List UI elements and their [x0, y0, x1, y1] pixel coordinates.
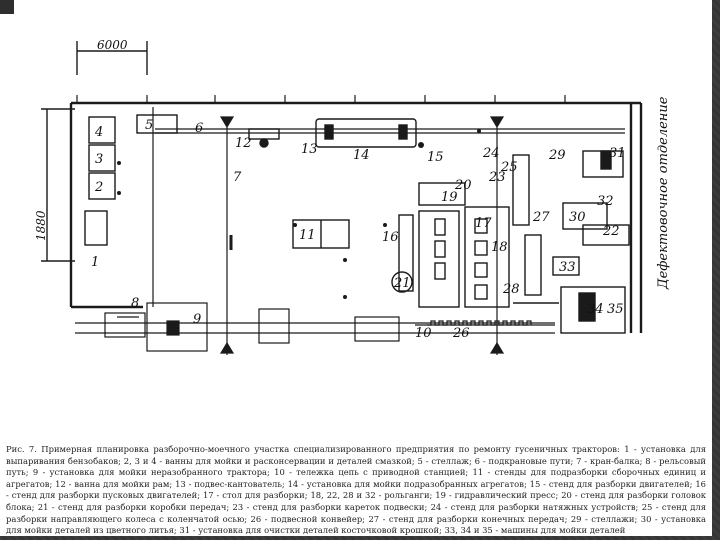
label-3: 3 — [95, 152, 103, 167]
label-6: 6 — [195, 121, 203, 136]
dimension-height-label: 1880 — [35, 210, 48, 241]
figure-caption: Рис. 7. Примерная планировка разборочно-… — [6, 444, 706, 537]
label-18: 18 — [491, 240, 508, 255]
label-13: 13 — [301, 142, 318, 157]
slide-corner-mark — [0, 0, 14, 14]
label-30: 30 — [569, 210, 586, 225]
side-label: Дефектовочное отделение — [656, 96, 671, 290]
label-21: 21 — [393, 276, 411, 291]
label-28: 28 — [502, 282, 520, 297]
label-24: 24 — [482, 146, 500, 161]
label-12: 12 — [235, 136, 252, 151]
crane-rails — [155, 127, 625, 355]
label-1: 1 — [91, 255, 99, 270]
label-16: 16 — [382, 230, 399, 245]
conveyor-track — [75, 116, 555, 354]
label-26: 26 — [452, 326, 470, 341]
label-34: 34 — [587, 302, 604, 317]
caption-title: Рис. 7. Примерная планировка разборочно-… — [6, 444, 620, 454]
label-32: 32 — [597, 194, 614, 209]
building-walls — [69, 101, 643, 333]
equipment-center — [248, 118, 417, 249]
label-19: 19 — [441, 190, 458, 205]
label-15: 15 — [427, 150, 444, 165]
label-14: 14 — [353, 148, 370, 163]
dimension-height: 1880 — [35, 108, 75, 262]
label-29: 29 — [548, 148, 566, 163]
marker-circle-21 — [391, 271, 413, 293]
label-9: 9 — [193, 312, 201, 327]
label-17: 17 — [475, 216, 492, 231]
label-25: 25 — [500, 160, 518, 175]
label-22: 22 — [602, 224, 620, 239]
label-23: 23 — [488, 170, 506, 185]
equipment-right — [398, 150, 630, 334]
column-dots — [117, 129, 481, 299]
label-7: 7 — [233, 170, 242, 185]
label-35: 35 — [607, 302, 624, 317]
label-2: 2 — [94, 180, 103, 195]
dimension-width-label: 6000 — [97, 38, 128, 52]
label-4: 4 — [94, 125, 103, 140]
label-5: 5 — [145, 118, 153, 133]
dimension-width: 6000 — [76, 38, 148, 75]
label-8: 8 — [131, 296, 139, 311]
label-33: 33 — [559, 260, 576, 275]
equipment-left — [84, 114, 178, 246]
floor-plan-drawing: 6000 1880 — [35, 38, 671, 355]
label-10: 10 — [415, 326, 432, 341]
label-20: 20 — [454, 178, 472, 193]
label-31: 31 — [609, 146, 626, 161]
caption-legend: 1 - установка для выпаривания бензобаков… — [6, 444, 706, 536]
column-ticks — [76, 95, 566, 103]
label-11: 11 — [299, 228, 316, 243]
label-27: 27 — [532, 210, 550, 225]
number-labels: 1 2 3 4 5 6 7 8 9 10 11 12 13 14 15 16 1… — [91, 118, 626, 341]
